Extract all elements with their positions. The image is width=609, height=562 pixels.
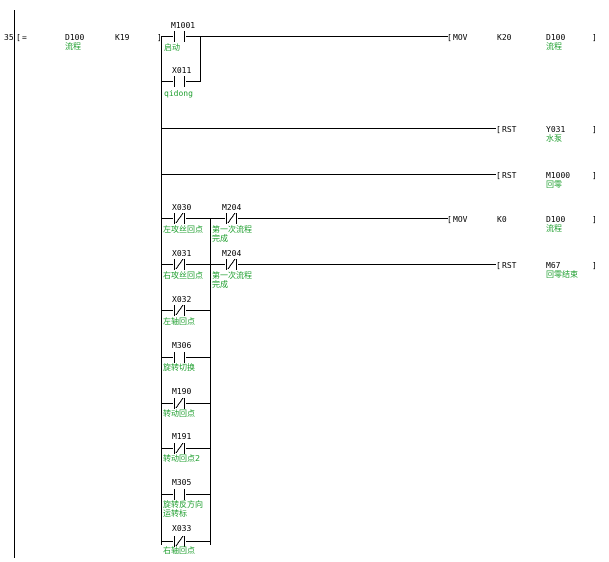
left-power-rail (14, 10, 15, 558)
contact-label-x033[interactable]: X033 (172, 524, 192, 533)
contact-no-m1001 (174, 31, 185, 42)
contact-nc-x033 (174, 535, 185, 547)
instr-5-bracket-close: ] (592, 261, 597, 270)
contact-nc-x031 (174, 258, 185, 270)
compare-bracket-open: [ (16, 33, 21, 42)
instr-4-bracket: [ (447, 215, 452, 224)
contact-nc-x032 (174, 304, 185, 316)
instr-5-arg[interactable]: M67 (546, 261, 561, 270)
instr-1-arg2[interactable]: D100 (546, 33, 566, 42)
contact-nc-m204a (226, 212, 237, 224)
instr-4-arg2[interactable]: D100 (546, 215, 566, 224)
compare-operand-2[interactable]: K19 (115, 33, 130, 42)
instr-3-bracket: [ (496, 171, 501, 180)
contact-comment-x030: 左攻丝回点 (163, 225, 203, 234)
contact-nc-m204b (226, 258, 237, 270)
contact-label-m190[interactable]: M190 (172, 387, 192, 396)
contact-nc-m191 (174, 442, 185, 454)
instr-1-comment: 流程 (546, 42, 562, 51)
contact-label-x032[interactable]: X032 (172, 295, 192, 304)
instr-3-arg[interactable]: M1000 (546, 171, 571, 180)
contact-comment-m305: 旋转反方向运转标 (163, 500, 203, 518)
instr-1-op[interactable]: MOV (453, 33, 468, 42)
contact-no-m305 (174, 489, 185, 500)
compare-operator[interactable]: = (22, 33, 27, 42)
contact-comment-x011: qidong (164, 89, 193, 98)
contact-nc-m190 (174, 397, 185, 409)
compare-operand-1-comment: 流程 (65, 42, 81, 51)
instr-2-arg[interactable]: Y031 (546, 125, 566, 134)
instr-4-comment: 流程 (546, 224, 562, 233)
instr-4-bracket-close: ] (592, 215, 597, 224)
contact-label-m1001[interactable]: M1001 (171, 21, 196, 30)
contact-comment-m190: 转动回点 (163, 409, 195, 418)
contact-no-m306 (174, 352, 185, 363)
contact-nc-x030 (174, 212, 185, 224)
contact-label-m305[interactable]: M305 (172, 478, 192, 487)
contact-comment-m204b: 第一次流程完成 (212, 271, 252, 289)
instr-5-op[interactable]: RST (502, 261, 517, 270)
instr-4-op[interactable]: MOV (453, 215, 468, 224)
instr-3-op[interactable]: RST (502, 171, 517, 180)
instr-5-comment: 回零结束 (546, 270, 578, 279)
instr-2-op[interactable]: RST (502, 125, 517, 134)
instr-5-bracket: [ (496, 261, 501, 270)
compare-operand-1[interactable]: D100 (65, 33, 85, 42)
contact-label-x030[interactable]: X030 (172, 203, 192, 212)
contact-comment-x033: 右轴回点 (163, 546, 195, 555)
compare-bracket-close: ] (157, 33, 162, 42)
contact-comment-x032: 左轴回点 (163, 317, 195, 326)
contact-label-x031[interactable]: X031 (172, 249, 192, 258)
instr-1-bracket: [ (447, 33, 452, 42)
contact-no-x011 (174, 76, 185, 87)
contact-comment-m1001: 启动 (164, 43, 180, 52)
contact-comment-m191: 转动回点2 (163, 454, 201, 463)
contact-label-m306[interactable]: M306 (172, 341, 192, 350)
instr-1-bracket-close: ] (592, 33, 597, 42)
contact-label-m191[interactable]: M191 (172, 432, 192, 441)
instr-3-bracket-close: ] (592, 171, 597, 180)
instr-2-comment: 水泵 (546, 134, 562, 143)
contact-comment-m306: 旋转切换 (163, 363, 195, 372)
instr-4-arg1[interactable]: K0 (497, 215, 507, 224)
contact-label-m204b[interactable]: M204 (222, 249, 242, 258)
contact-label-m204a[interactable]: M204 (222, 203, 242, 212)
step-number: 35 (4, 33, 14, 42)
instr-2-bracket-close: ] (592, 125, 597, 134)
contact-label-x011[interactable]: X011 (172, 66, 192, 75)
contact-comment-x031: 右攻丝回点 (163, 271, 203, 280)
instr-3-comment: 回零 (546, 180, 562, 189)
contact-comment-m204a: 第一次流程完成 (212, 225, 252, 243)
instr-2-bracket: [ (496, 125, 501, 134)
instr-1-arg1[interactable]: K20 (497, 33, 512, 42)
